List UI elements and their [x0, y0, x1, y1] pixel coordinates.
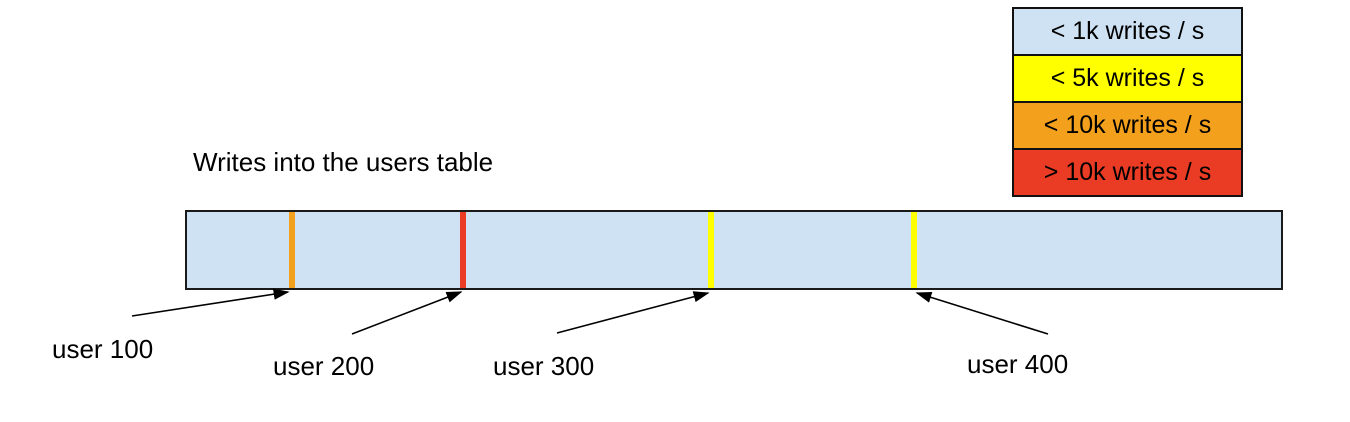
arrow-user-200 — [351, 291, 463, 335]
label-user-400: user 400 — [967, 349, 1069, 379]
label-user-100: user 100 — [52, 334, 154, 364]
legend-item-label: < 10k writes / s — [1043, 111, 1212, 139]
legend: < 1k writes / s < 5k writes / s < 10k wr… — [1012, 7, 1243, 197]
legend-item-gt-10k: > 10k writes / s — [1014, 150, 1241, 195]
arrow-user-100 — [131, 288, 290, 317]
legend-item-lt-5k: < 5k writes / s — [1014, 56, 1241, 103]
legend-item-label: > 10k writes / s — [1043, 158, 1212, 186]
write-hotspot-marker-user-400 — [911, 212, 917, 288]
write-hotspot-marker-user-100 — [289, 212, 295, 288]
arrow-user-300 — [556, 291, 710, 334]
write-hotspot-marker-user-300 — [708, 212, 714, 288]
write-hotspot-marker-user-200 — [460, 212, 466, 288]
label-user-300: user 300 — [493, 351, 595, 381]
legend-item-label: < 1k writes / s — [1050, 17, 1205, 45]
legend-item-lt-1k: < 1k writes / s — [1014, 9, 1241, 56]
arrow-user-400 — [915, 291, 1049, 335]
label-user-200: user 200 — [273, 351, 375, 381]
diagram-title: Writes into the users table — [193, 147, 494, 177]
legend-item-lt-10k: < 10k writes / s — [1014, 103, 1241, 150]
legend-item-label: < 5k writes / s — [1050, 64, 1205, 92]
users-table-bar — [185, 210, 1283, 290]
